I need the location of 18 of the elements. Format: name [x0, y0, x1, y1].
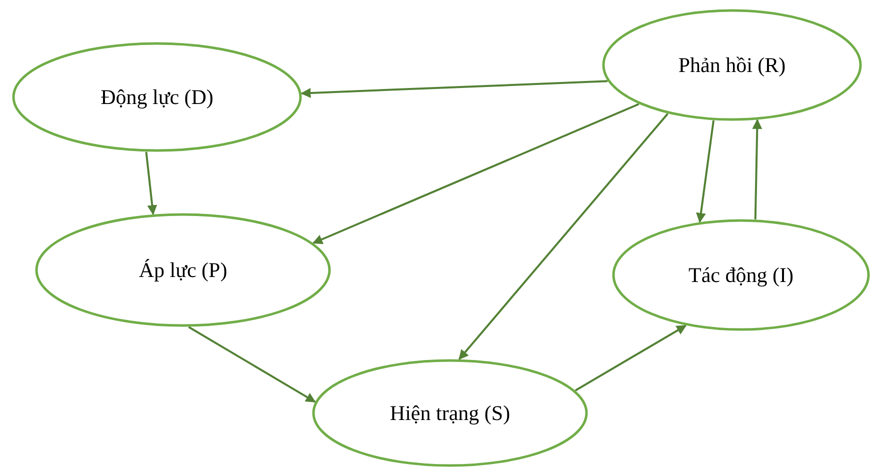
arrow — [458, 113, 668, 360]
arrow — [300, 80, 608, 98]
ellipse-node — [312, 359, 588, 467]
arrow — [312, 103, 640, 244]
arrow — [574, 324, 687, 392]
ellipse-node — [602, 9, 862, 121]
arrow — [696, 120, 715, 223]
ellipse-node — [12, 42, 302, 152]
arrow — [145, 152, 158, 216]
arrow — [188, 326, 316, 403]
node-label: Hiện trạng (S) — [390, 400, 510, 426]
node-label: Áp lực (P) — [138, 258, 228, 282]
node-label: Phản hồi (R) — [678, 52, 786, 78]
node-label: Động lực (D) — [100, 84, 214, 110]
arrow — [752, 118, 762, 220]
ellipse-node — [612, 219, 870, 331]
node-label: Tác động (I) — [688, 262, 794, 288]
ellipse-node — [35, 213, 331, 327]
